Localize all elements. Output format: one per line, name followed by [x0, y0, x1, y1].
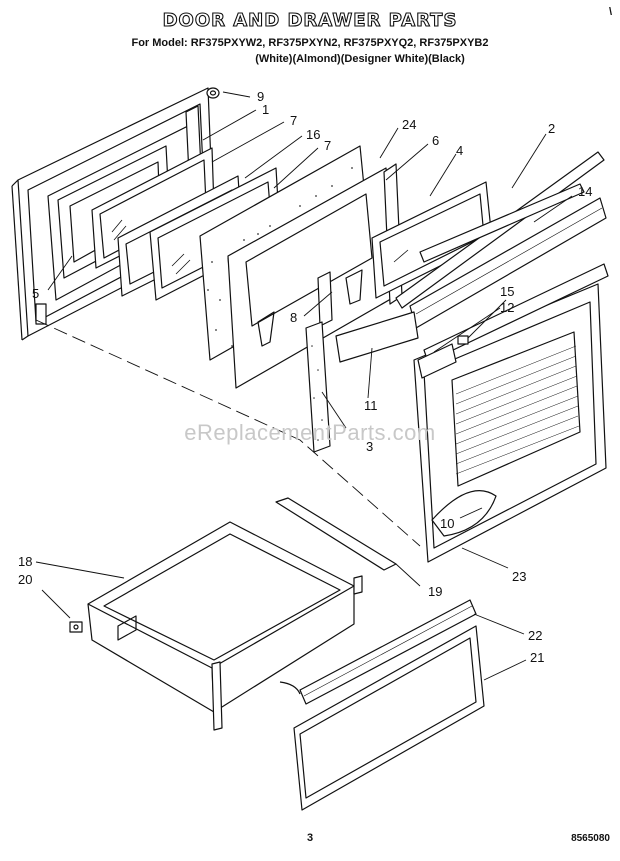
- callout-22: 22: [528, 628, 542, 643]
- leader-lines: [35, 91, 573, 681]
- callout-19: 19: [428, 584, 442, 599]
- callout-21: 21: [530, 650, 544, 665]
- callout-23: 23: [512, 569, 526, 584]
- callout-8: 8: [290, 310, 297, 325]
- outer-door-front: [413, 263, 609, 563]
- drawer-body: [87, 521, 363, 731]
- callout-1: 1: [262, 102, 269, 117]
- callout-18: 18: [18, 554, 32, 569]
- page-title: DOOR AND DRAWER PARTS: [162, 9, 458, 31]
- drawer-front-panel: [293, 625, 485, 811]
- callout-10: 10: [440, 516, 454, 531]
- callout-16: 16: [306, 127, 320, 142]
- callout-15: 15: [500, 284, 514, 299]
- callout-12: 12: [500, 300, 514, 315]
- door-bumper-part: [206, 87, 220, 99]
- model-numbers: For Model: RF375PXYW2, RF375PXYN2, RF375…: [131, 37, 489, 49]
- door-top-trim: [395, 151, 605, 309]
- door-clip: [457, 335, 469, 345]
- corner-mark: \: [608, 6, 612, 18]
- callout-6: 6: [432, 133, 439, 148]
- callout-3: 3: [366, 439, 373, 454]
- color-variants: (White)(Almond)(Designer White)(Black): [255, 53, 465, 65]
- document-number: 8565080: [571, 833, 610, 844]
- callout-14: 14: [578, 184, 592, 199]
- door-seal-strip: [335, 311, 419, 363]
- watermark: eReplacementParts.com: [184, 420, 436, 445]
- callout-7a: 7: [290, 113, 297, 128]
- callout-11: 11: [364, 398, 378, 413]
- callout-9: 9: [257, 89, 264, 104]
- callout-20: 20: [18, 572, 32, 587]
- drawer-clip: [69, 621, 83, 633]
- callout-24: 24: [402, 117, 416, 132]
- callout-5: 5: [32, 286, 39, 301]
- page-number: 3: [306, 832, 314, 844]
- door-insulation-strip: [305, 321, 331, 453]
- drawer-front-trim: [299, 599, 477, 705]
- callout-labels: 9 1 7 16 7 24 6 4 2 14 5 8 15 12 11 3 10…: [18, 89, 592, 665]
- inner-door-liner: [227, 167, 397, 389]
- callout-2: 2: [548, 121, 555, 136]
- dashed-reference-line: [35, 319, 421, 547]
- callout-4: 4: [456, 143, 463, 158]
- door-bracket: [317, 271, 333, 327]
- callout-7b: 7: [324, 138, 331, 153]
